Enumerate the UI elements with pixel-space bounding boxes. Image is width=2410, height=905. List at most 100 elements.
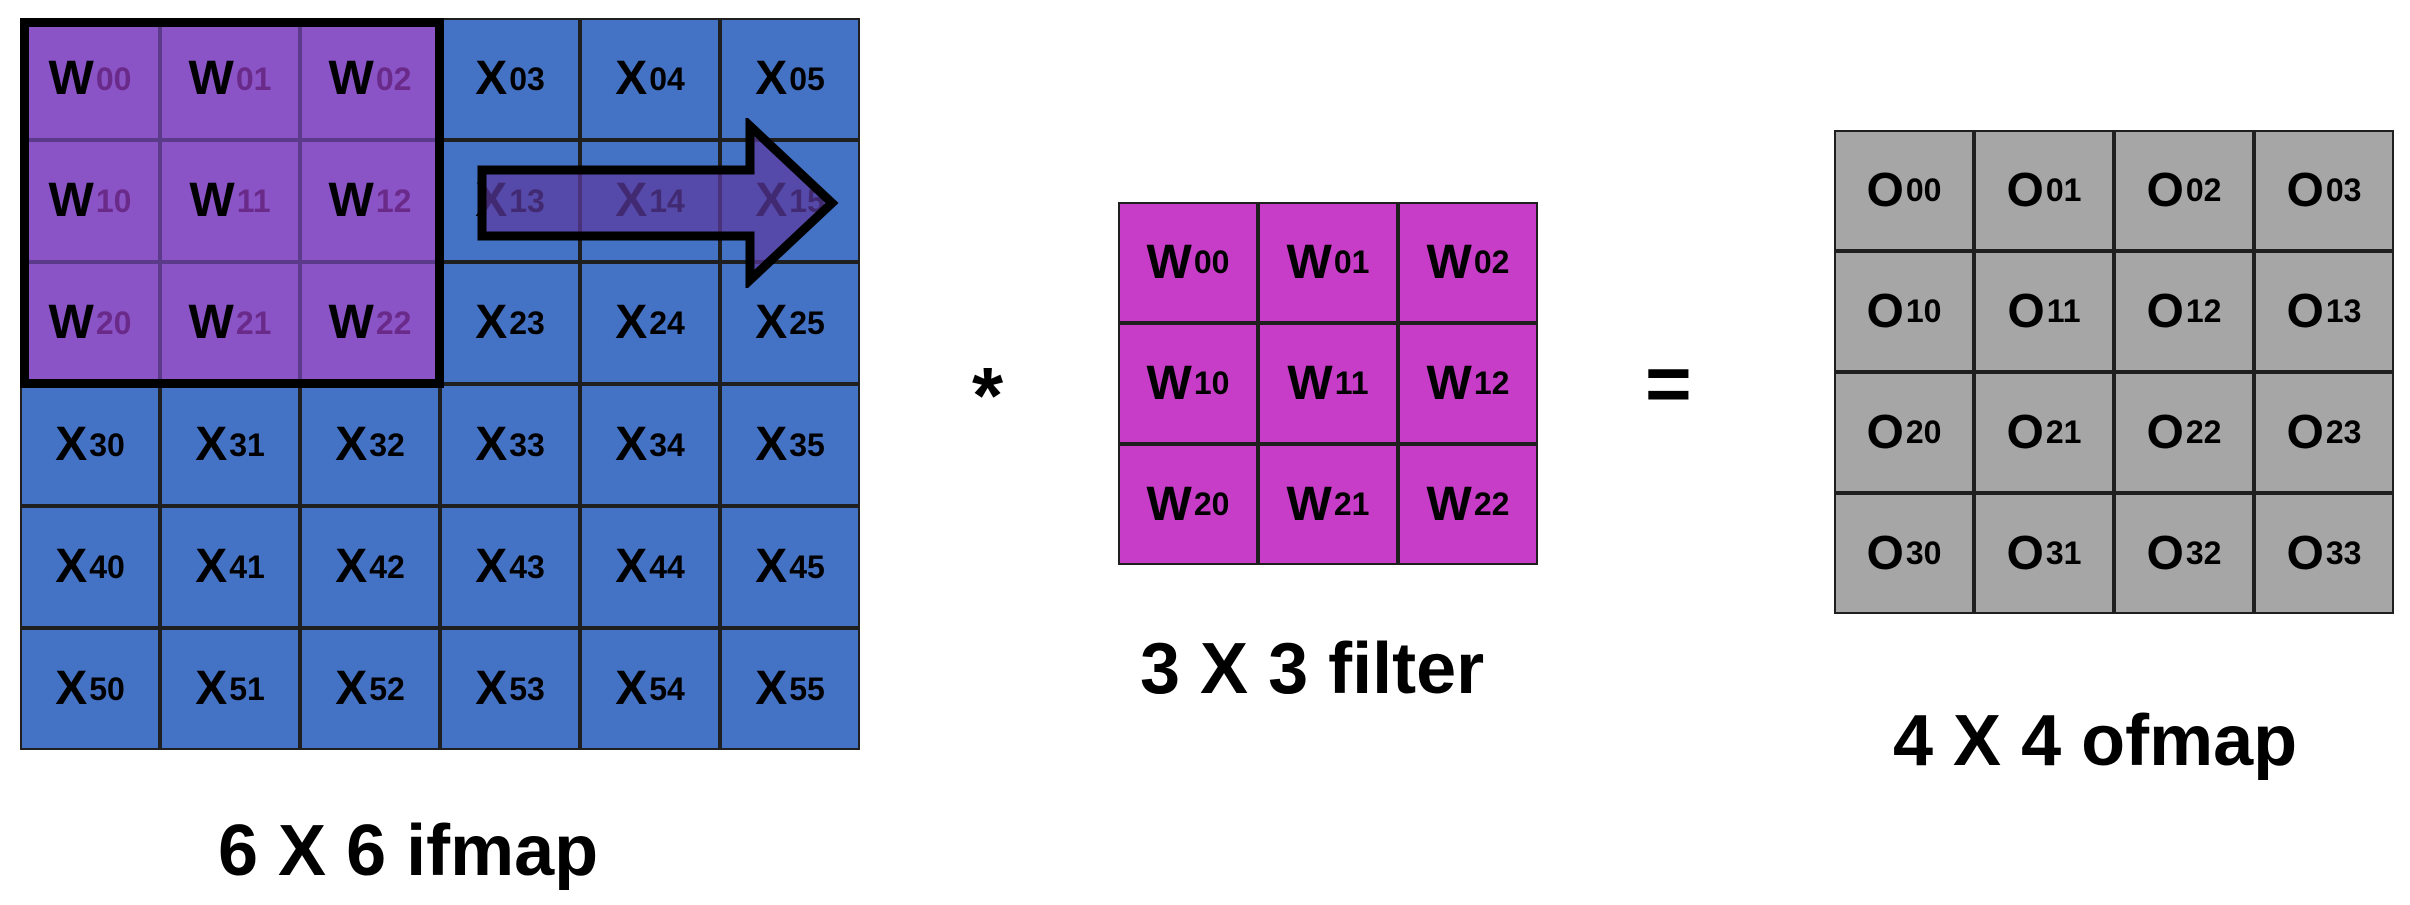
ifmap-cell-symbol: X: [475, 296, 508, 349]
filter-cell-symbol: W: [1426, 356, 1472, 410]
filter-cell-index: 22: [1473, 486, 1510, 522]
ifmap-cell-index: 03: [509, 60, 545, 97]
ifmap-cell-index: 54: [649, 670, 685, 707]
ifmap-cell-index: 32: [369, 426, 405, 463]
ifmap-cell-index: 25: [789, 304, 825, 341]
ofmap-cell-index: 13: [2325, 293, 2362, 329]
ifmap-cell-symbol: X: [475, 662, 508, 715]
ofmap-cell-index: 23: [2325, 414, 2362, 450]
ofmap-cell-index: 12: [2185, 293, 2222, 329]
ofmap-cell-symbol: O: [2146, 163, 2184, 217]
ifmap-cell-index: 50: [89, 670, 125, 707]
ifmap-cell-index: 30: [89, 426, 125, 463]
ifmap-cell-index: 42: [369, 548, 405, 585]
ofmap-cell-index: 32: [2185, 535, 2222, 571]
equals-operator: =: [1645, 339, 1692, 428]
ifmap-cell-index: 35: [789, 426, 825, 463]
ofmap-caption: 4 X 4 ofmap: [1893, 701, 2298, 781]
ifmap-cell-symbol: X: [755, 296, 788, 349]
ifmap-cell-index: 20: [95, 304, 132, 341]
ifmap-cell-symbol: X: [475, 540, 508, 593]
ifmap-grid: W00W01W02X03X04X05W10W11W12X13X14X15W20W…: [20, 18, 860, 750]
ifmap-cell-symbol: X: [755, 662, 788, 715]
ifmap-cell-symbol: X: [615, 296, 648, 349]
ofmap-cell-index: 10: [1905, 293, 1942, 329]
ifmap-cell-symbol: X: [615, 418, 648, 471]
ifmap-cell-symbol: X: [335, 662, 368, 715]
ifmap-cell-symbol: X: [615, 662, 648, 715]
filter-cell-index: 21: [1333, 486, 1370, 522]
convolution-operator: *: [972, 351, 1004, 440]
ifmap-cell-index: 04: [649, 60, 685, 97]
filter-caption: 3 X 3 filter: [1140, 629, 1485, 709]
ofmap-cell-symbol: O: [2006, 163, 2044, 217]
ifmap-cell-symbol: X: [55, 540, 88, 593]
filter-cell-index: 01: [1333, 244, 1370, 280]
slide-right-arrow-icon: [477, 118, 839, 288]
ifmap-cell-symbol: X: [335, 418, 368, 471]
filter-window-frame: [20, 18, 444, 388]
ofmap-cell-index: 03: [2325, 172, 2362, 208]
filter-cell-symbol: W: [1146, 356, 1192, 410]
ifmap-cell-symbol: X: [55, 662, 88, 715]
ofmap-cell-symbol: O: [1866, 405, 1904, 459]
ifmap-cell-symbol: X: [755, 540, 788, 593]
ifmap-cell-index: 41: [229, 548, 265, 585]
filter-cell-index: 00: [1193, 244, 1230, 280]
filter-cell-symbol: W: [1146, 477, 1192, 531]
ofmap-cell-index: 01: [2045, 172, 2082, 208]
ifmap-cell-index: 11: [236, 182, 271, 219]
ofmap-cell-symbol: O: [2007, 284, 2045, 338]
ifmap-cell-index: 01: [235, 60, 272, 97]
ofmap-cell-index: 20: [1905, 414, 1942, 450]
filter-cell-index: 11: [1334, 365, 1369, 401]
ofmap-cell-index: 30: [1905, 535, 1942, 571]
ifmap-cell-symbol: X: [335, 540, 368, 593]
ifmap-cell-symbol: X: [55, 418, 88, 471]
ofmap-cell-symbol: O: [2286, 526, 2324, 580]
ofmap-cell-index: 22: [2185, 414, 2222, 450]
ifmap-cell-index: 43: [509, 548, 545, 585]
filter-cell-symbol: W: [1426, 235, 1472, 289]
ifmap-cell-index: 00: [95, 60, 132, 97]
ifmap-cell-index: 24: [649, 304, 685, 341]
ifmap-cell-symbol: X: [195, 540, 228, 593]
ofmap-cell-index: 02: [2185, 172, 2222, 208]
filter-cell-symbol: W: [1426, 477, 1472, 531]
filter-cell-index: 02: [1473, 244, 1510, 280]
ifmap-cell-symbol: W: [328, 296, 374, 349]
ifmap-cell-index: 40: [89, 548, 125, 585]
